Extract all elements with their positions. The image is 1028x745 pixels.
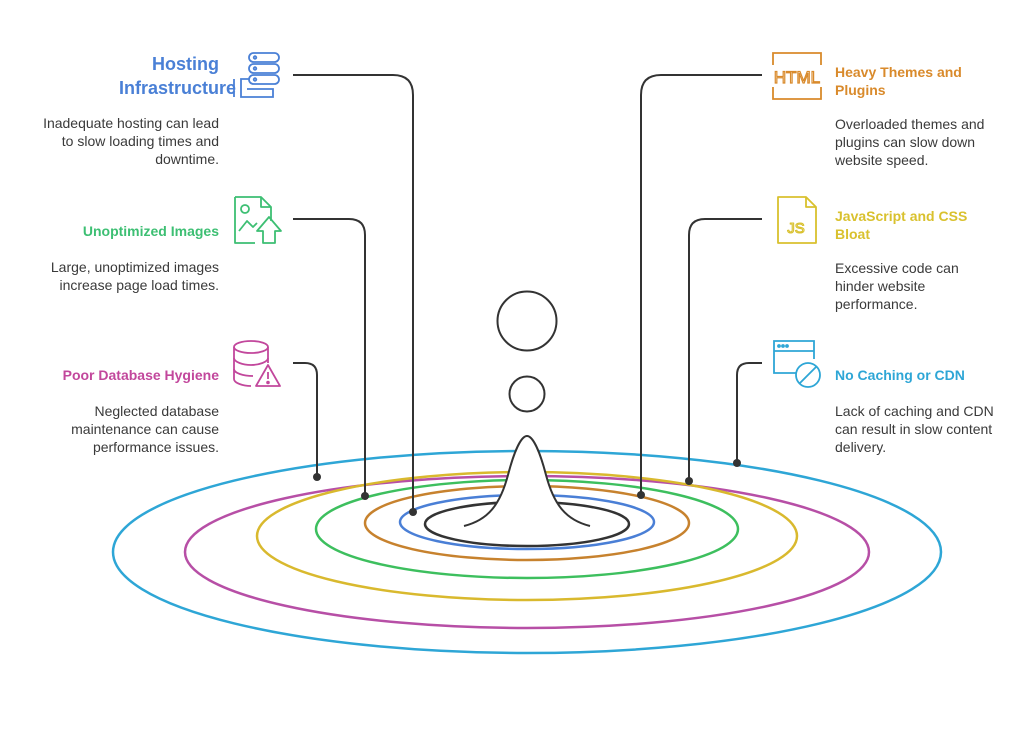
droplet-small xyxy=(508,375,546,413)
caching-title: No Caching or CDN xyxy=(835,367,965,383)
database-warning-icon xyxy=(233,340,281,387)
hosting-title: Hosting Infrastructure xyxy=(119,54,237,98)
html-file-icon: HTML xyxy=(772,52,822,100)
connector-hosting xyxy=(293,74,414,512)
splash-peak xyxy=(463,434,591,527)
item-database: Poor Database Hygiene Neglected database… xyxy=(29,366,219,456)
javascript-title: JavaScript and CSS Bloat xyxy=(835,208,968,242)
themes-title: Heavy Themes and Plugins xyxy=(835,64,962,98)
database-title: Poor Database Hygiene xyxy=(62,367,219,383)
js-file-icon: JS xyxy=(777,196,817,244)
item-themes: Heavy Themes and Plugins Overloaded them… xyxy=(835,63,1025,169)
caching-description: Lack of caching and CDN can result in sl… xyxy=(835,403,994,455)
droplet-large xyxy=(496,290,558,352)
connector-caching xyxy=(736,362,762,463)
images-description: Large, unoptimized images increase page … xyxy=(50,259,219,293)
item-hosting: Hosting Infrastructure Inadequate hostin… xyxy=(29,52,237,168)
item-images: Unoptimized Images Large, unoptimized im… xyxy=(29,222,219,294)
connector-images xyxy=(293,218,366,496)
hosting-description: Inadequate hosting can lead to slow load… xyxy=(43,115,219,167)
browser-blocked-icon xyxy=(773,340,821,388)
image-upload-icon xyxy=(234,196,282,244)
svg-text:JS: JS xyxy=(787,220,805,237)
javascript-description: Excessive code can hinder website perfor… xyxy=(835,260,959,312)
themes-description: Overloaded themes and plugins can slow d… xyxy=(835,116,985,168)
connector-themes xyxy=(640,74,762,495)
connector-database xyxy=(293,362,318,477)
connector-dot-hosting xyxy=(409,508,417,516)
connector-dot-themes xyxy=(637,491,645,499)
connector-dot-images xyxy=(361,492,369,500)
connector-dot-javascript xyxy=(685,477,693,485)
item-javascript: JavaScript and CSS Bloat Excessive code … xyxy=(835,207,1025,313)
server-icon xyxy=(233,52,280,98)
connector-dot-caching xyxy=(733,459,741,467)
item-caching: No Caching or CDN Lack of caching and CD… xyxy=(835,366,1025,456)
connector-dot-database xyxy=(313,473,321,481)
svg-text:HTML: HTML xyxy=(774,68,820,87)
database-description: Neglected database maintenance can cause… xyxy=(71,403,219,455)
connector-javascript xyxy=(688,218,762,481)
images-title: Unoptimized Images xyxy=(82,223,219,239)
